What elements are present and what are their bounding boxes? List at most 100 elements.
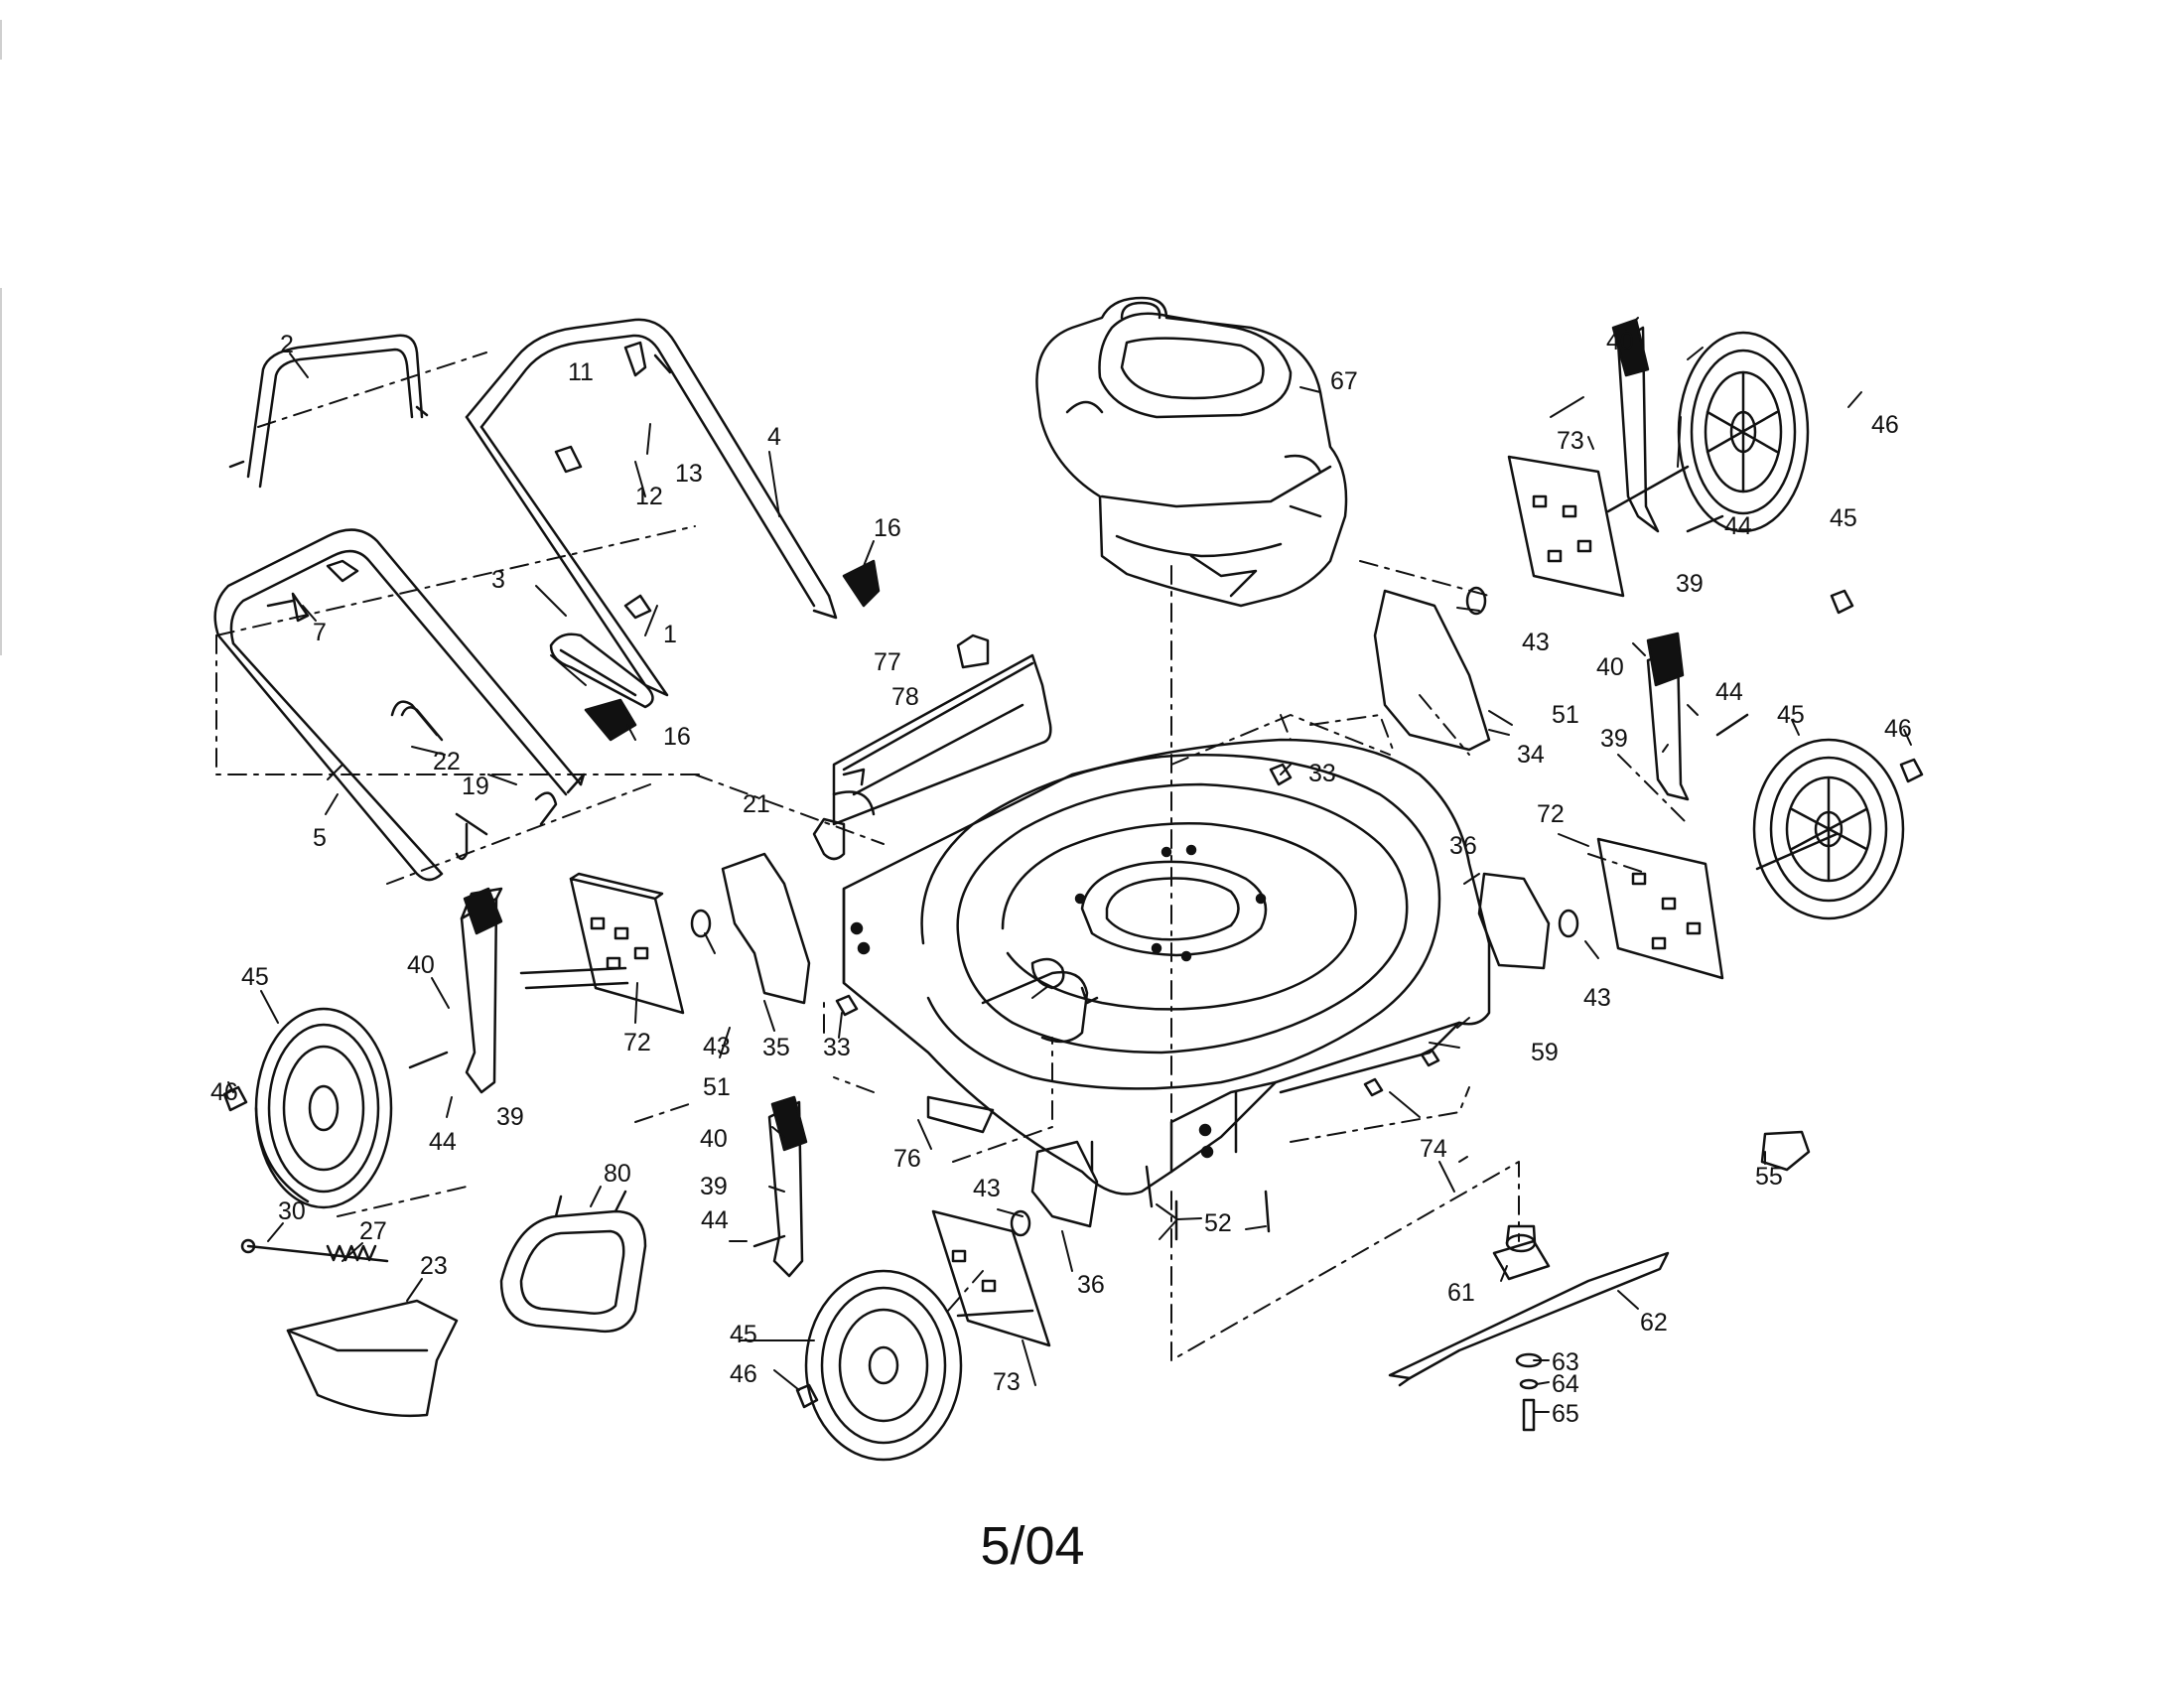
callout-22: 22 bbox=[433, 748, 461, 775]
callout-62: 62 bbox=[1640, 1309, 1668, 1337]
callout-21: 21 bbox=[743, 790, 770, 818]
callout-30: 30 bbox=[278, 1197, 306, 1225]
callout-51: 51 bbox=[703, 1073, 731, 1101]
callout-45: 45 bbox=[730, 1321, 757, 1348]
callout-40: 40 bbox=[1596, 653, 1624, 681]
plate-slots bbox=[590, 494, 1702, 1293]
callout-43: 43 bbox=[703, 1033, 731, 1060]
handle-cam-lever bbox=[584, 559, 881, 742]
callout-46: 46 bbox=[1884, 715, 1912, 743]
callout-45: 45 bbox=[1777, 701, 1805, 729]
callout-23: 23 bbox=[420, 1252, 448, 1280]
callout-44: 44 bbox=[701, 1206, 729, 1234]
callout-3: 3 bbox=[491, 566, 505, 594]
baffle-bracket bbox=[812, 633, 990, 861]
callout-43: 43 bbox=[973, 1175, 1001, 1202]
engine bbox=[1035, 296, 1348, 608]
callout-46: 46 bbox=[210, 1078, 238, 1106]
callout-73: 73 bbox=[1557, 427, 1584, 455]
callout-77: 77 bbox=[874, 648, 901, 676]
callout-44: 44 bbox=[429, 1128, 457, 1156]
deck-bolt-holes bbox=[850, 844, 1267, 1159]
callout-33: 33 bbox=[1308, 760, 1336, 787]
callout-72: 72 bbox=[1537, 800, 1565, 828]
callout-45: 45 bbox=[1830, 504, 1857, 532]
callout-44: 44 bbox=[1724, 512, 1752, 540]
wheel-rear-left bbox=[1677, 331, 1810, 533]
callout-16: 16 bbox=[663, 723, 691, 751]
callout-52: 52 bbox=[1204, 1209, 1232, 1237]
callout-40: 40 bbox=[700, 1125, 728, 1153]
callout-43: 43 bbox=[1583, 984, 1611, 1012]
callout-19: 19 bbox=[462, 773, 489, 800]
callout-72: 72 bbox=[623, 1029, 651, 1056]
grass-bag-frame bbox=[499, 1190, 647, 1334]
callout-76: 76 bbox=[893, 1145, 921, 1173]
callout-61: 61 bbox=[1447, 1279, 1475, 1307]
callout-43: 43 bbox=[1522, 629, 1550, 656]
blade bbox=[1388, 1251, 1670, 1387]
mower-deck bbox=[842, 738, 1491, 1196]
height-adjuster-front-right bbox=[767, 1100, 804, 1278]
callout-labels: 2 11 12 13 4 16 3 1 7 16 22 19 5 67 77 7… bbox=[210, 328, 1912, 1428]
callout-39: 39 bbox=[1676, 570, 1704, 598]
callout-1: 1 bbox=[663, 621, 677, 648]
callout-12: 12 bbox=[635, 483, 663, 510]
wheel-front-left bbox=[254, 1007, 393, 1209]
callout-45: 45 bbox=[241, 963, 269, 991]
axle-plate-rear-left bbox=[1507, 455, 1625, 598]
callout-59: 59 bbox=[1531, 1039, 1559, 1066]
callout-36: 36 bbox=[1449, 832, 1477, 860]
adjuster-handle-grips bbox=[463, 318, 1685, 1152]
callout-33: 33 bbox=[823, 1034, 851, 1061]
axles bbox=[519, 465, 1839, 1318]
wheel-front-right bbox=[804, 1269, 963, 1462]
callout-40: 40 bbox=[407, 951, 435, 979]
callout-74: 74 bbox=[1420, 1135, 1447, 1163]
callout-39: 39 bbox=[1600, 725, 1628, 753]
callout-46: 46 bbox=[730, 1360, 757, 1388]
callout-34: 34 bbox=[1517, 741, 1545, 769]
callout-80: 80 bbox=[604, 1160, 631, 1188]
callout-27: 27 bbox=[359, 1217, 387, 1245]
scan-edge-mark bbox=[0, 288, 2, 655]
callout-7: 7 bbox=[313, 619, 327, 646]
axle-plate-front-left bbox=[569, 872, 685, 1015]
handle-knob bbox=[266, 559, 359, 623]
deflector bbox=[286, 1299, 459, 1418]
callout-5: 5 bbox=[313, 824, 327, 852]
blade-bolt-stack bbox=[1515, 1352, 1543, 1432]
axle-pivot-brackets bbox=[721, 589, 1551, 1228]
callout-44: 44 bbox=[1715, 678, 1743, 706]
callout-67: 67 bbox=[1330, 367, 1358, 395]
revision-date: 5/04 bbox=[980, 1516, 1085, 1576]
scan-edge-mark bbox=[0, 20, 2, 60]
callout-40: 40 bbox=[1606, 328, 1634, 355]
callout-51: 51 bbox=[1552, 701, 1579, 729]
cable-guide bbox=[549, 633, 654, 709]
axle-plate-front-right bbox=[931, 1209, 1051, 1347]
assembly-lines bbox=[215, 352, 1689, 1361]
height-adjuster-rear-left bbox=[1616, 326, 1660, 533]
washers-nuts-bolts bbox=[222, 514, 1924, 1409]
decal bbox=[926, 1095, 1811, 1172]
callout-63: 63 bbox=[1552, 1348, 1579, 1376]
deflector-rod-spring bbox=[240, 1238, 389, 1263]
callout-13: 13 bbox=[675, 460, 703, 488]
callout-2: 2 bbox=[280, 331, 294, 358]
upper-handle-crossbar bbox=[228, 334, 429, 489]
callout-65: 65 bbox=[1552, 1400, 1579, 1428]
leader-lines bbox=[227, 317, 1912, 1413]
callout-11: 11 bbox=[568, 358, 594, 386]
callout-4: 4 bbox=[767, 423, 781, 451]
callout-16: 16 bbox=[874, 514, 901, 542]
axle-plate-rear-right bbox=[1596, 837, 1724, 980]
callout-39: 39 bbox=[496, 1103, 524, 1131]
upper-handle bbox=[465, 318, 838, 697]
callout-78: 78 bbox=[891, 683, 919, 711]
callout-73: 73 bbox=[993, 1368, 1021, 1396]
callout-39: 39 bbox=[700, 1173, 728, 1200]
handle-bracket-hardware bbox=[554, 341, 672, 620]
